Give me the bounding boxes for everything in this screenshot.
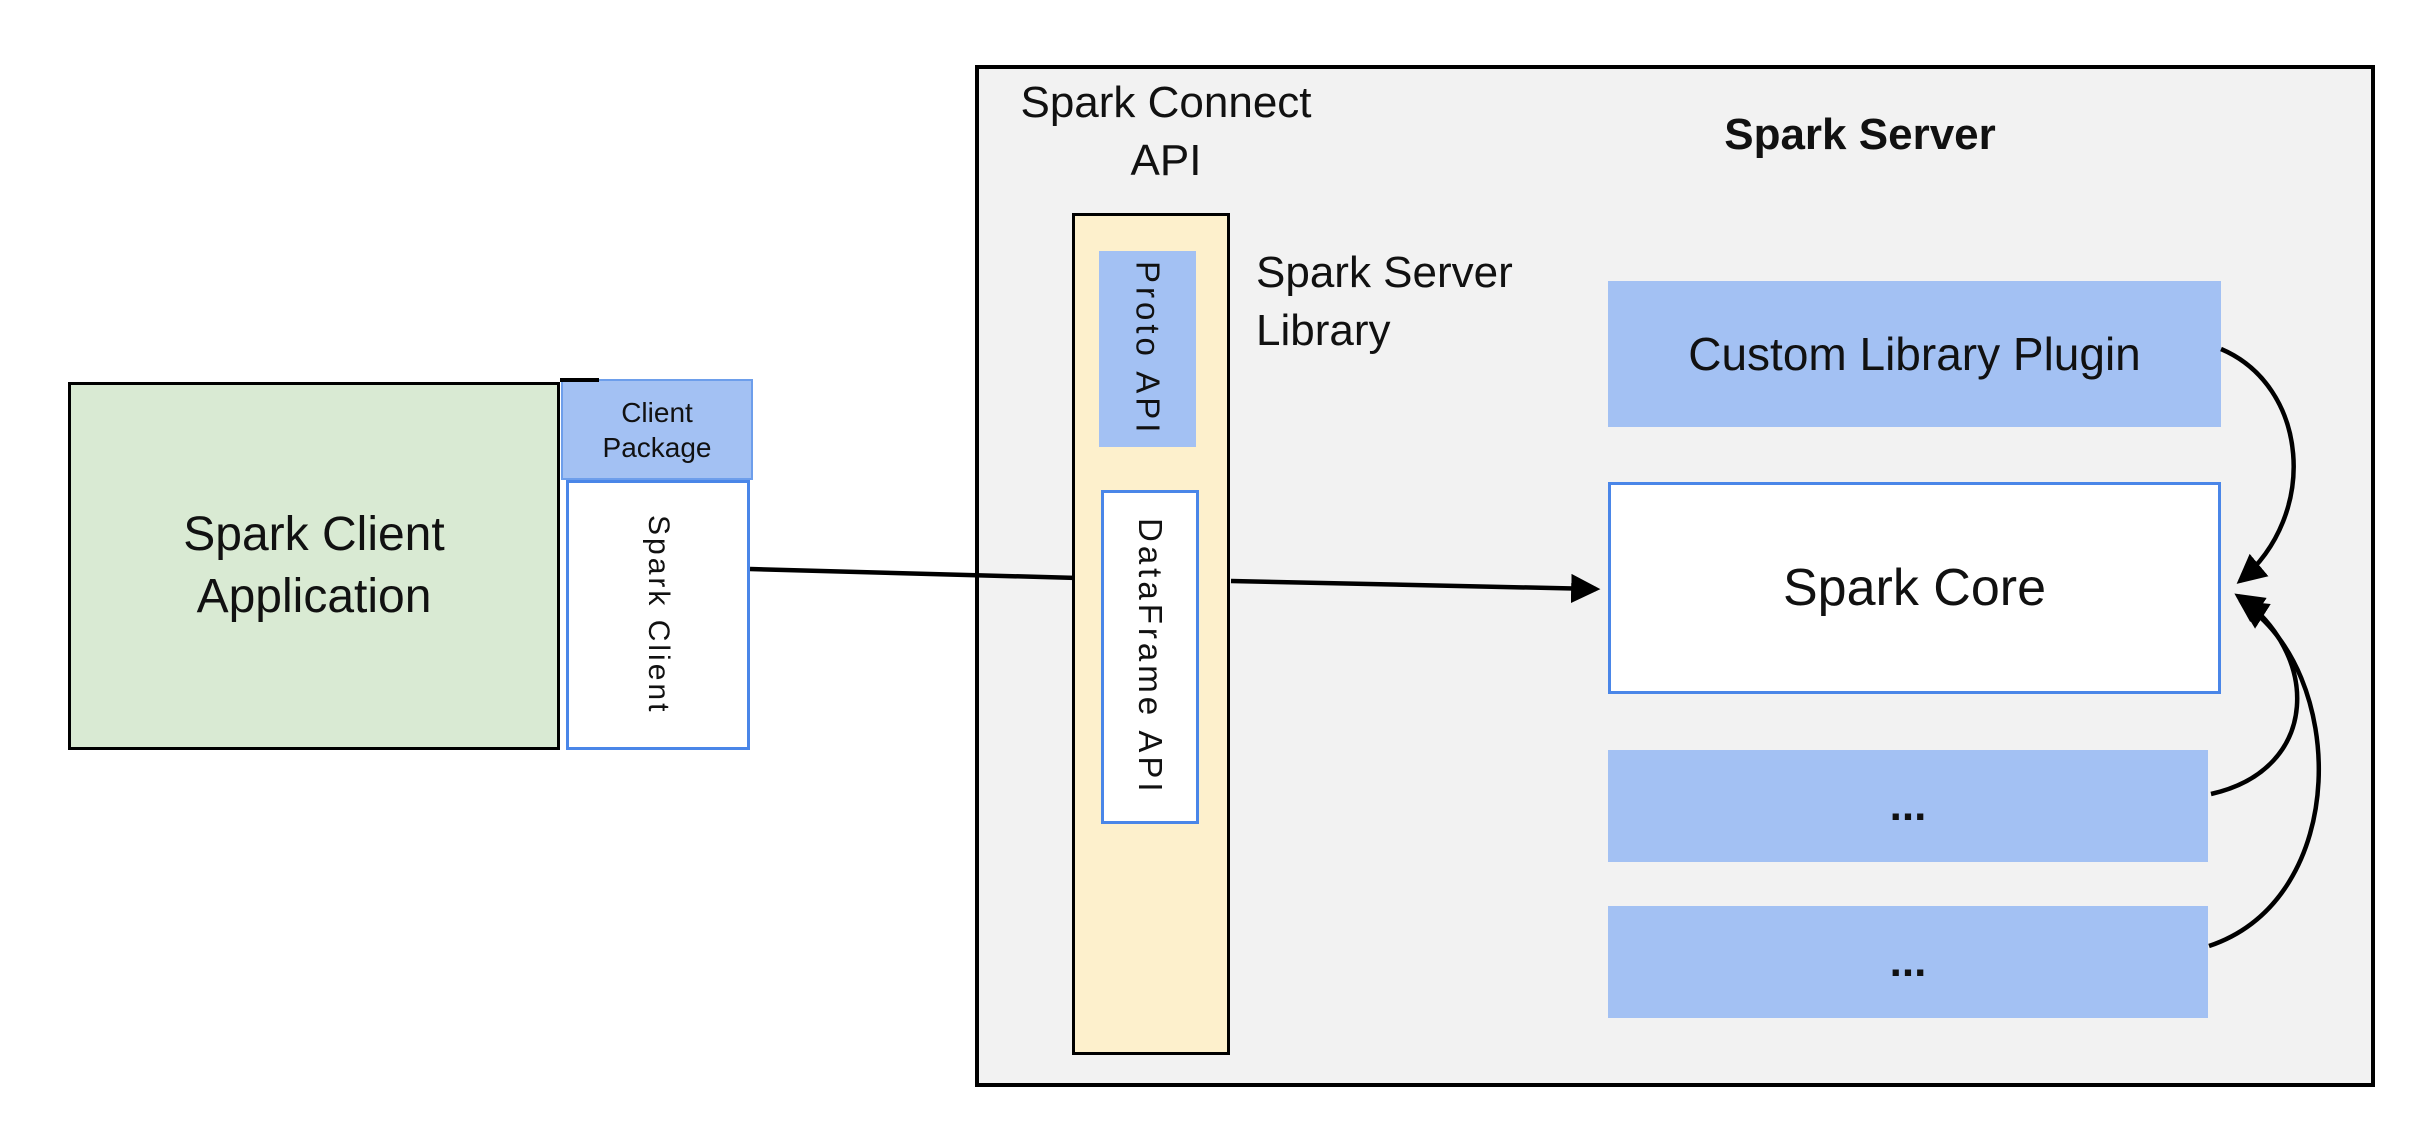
spark-connect-api-title-line1: Spark Connect: [1020, 78, 1312, 127]
spark-server-library-caption: Spark Server Library: [1256, 244, 1596, 360]
proto-api-box: Proto API: [1099, 251, 1196, 447]
spark-core-box: Spark Core: [1608, 482, 2221, 694]
server-module-box-2: ...: [1608, 906, 2208, 1018]
server-module-box-1: ...: [1608, 750, 2208, 862]
spark-server-library-caption-line1: Spark Server: [1256, 248, 1513, 297]
spark-server-library-caption-line2: Library: [1256, 306, 1391, 356]
custom-library-plugin-label: Custom Library Plugin: [1688, 328, 2141, 380]
spark-client-application-label-line1: Spark Client: [183, 507, 445, 561]
spark-client-application-label-line2: Application: [196, 570, 432, 623]
client-package-label-line1: Client: [621, 396, 693, 428]
server-module-ellipsis-1: ...: [1889, 781, 1927, 830]
spark-client-application-box: Spark Client Application: [68, 382, 560, 750]
server-module-ellipsis-2: ...: [1889, 937, 1927, 986]
client-package-box: Client Package: [561, 379, 753, 480]
spark-client-box: Spark Client: [566, 480, 750, 750]
spark-client-label: Spark Client: [642, 515, 675, 715]
dataframe-api-label: DataFrame API: [1132, 518, 1169, 796]
spark-connect-api-title-line2: API: [1130, 136, 1202, 186]
spark-core-label: Spark Core: [1783, 559, 2046, 617]
dataframe-api-box: DataFrame API: [1101, 490, 1199, 824]
client-package-label-line2: Package: [602, 431, 712, 463]
spark-server-title: Spark Server: [1724, 110, 1996, 159]
spark-connect-api-title: Spark Connect API: [975, 74, 1357, 190]
custom-library-plugin-box: Custom Library Plugin: [1608, 281, 2221, 427]
proto-api-label: Proto API: [1129, 261, 1167, 437]
